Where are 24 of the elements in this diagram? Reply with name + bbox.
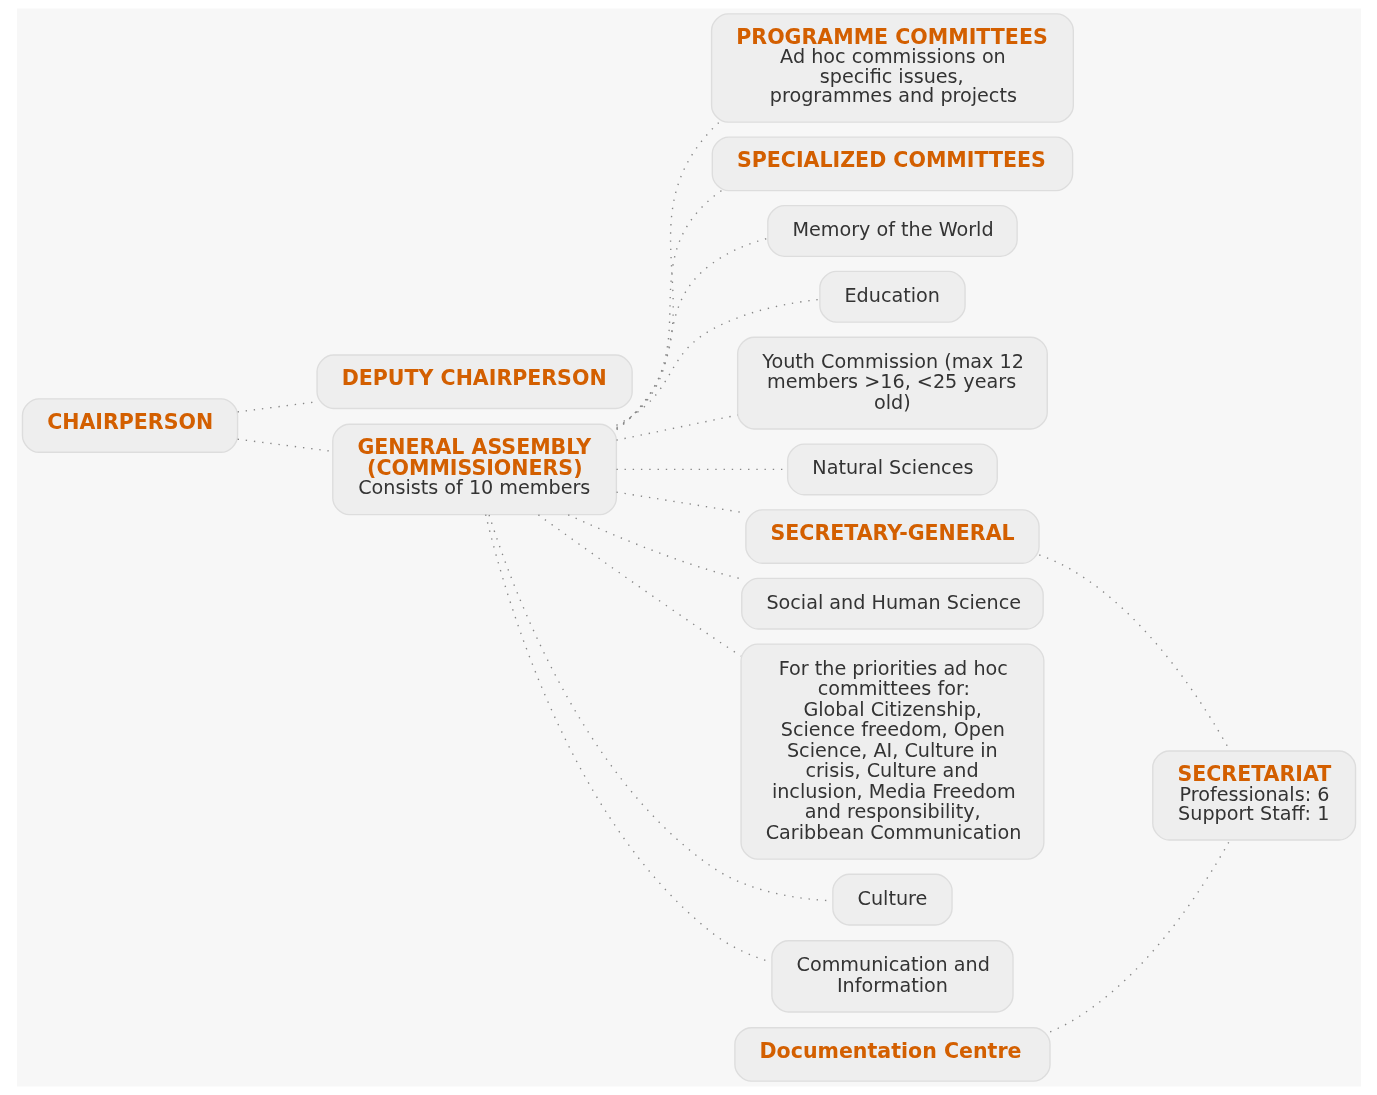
connector xyxy=(615,237,768,429)
connector xyxy=(615,414,738,441)
node-box: CHAIRPERSON xyxy=(21,398,238,453)
node-box: SECRETARY-GENERAL xyxy=(744,509,1040,564)
connector xyxy=(1048,839,1231,1033)
node-box: GENERAL ASSEMBLY (COMMISSIONERS) Consists of 10 members xyxy=(331,423,617,516)
connector xyxy=(615,298,820,426)
connector xyxy=(615,189,722,430)
node-box: Youth Commission (max 12 members >16, <25 years old) xyxy=(736,336,1048,430)
node-box: Documentation Centre xyxy=(733,1027,1051,1082)
node-box: Social and Human Science xyxy=(740,577,1044,630)
node-box: For the priorities ad hoc committees for: Global Citizenship, Science freedom, Open Science, AI, Culture in crisis, Culture and inclusion, Media Freedom and responsibility, Caribbean Communication xyxy=(739,643,1045,860)
node-box: Education xyxy=(818,270,966,323)
node-box: DEPUTY CHAIRPERSON xyxy=(315,354,633,410)
node-box: Communication and Information xyxy=(770,940,1014,1013)
node-box: PROGRAMME COMMITTEES Ad hoc commissions on specific issues, programmes and projects xyxy=(710,13,1074,123)
node-box: SPECIALIZED COMMITTEES xyxy=(711,136,1073,192)
connector xyxy=(567,514,742,580)
node-box: SECRETARIAT Professionals: 6 Support Staff: 1 xyxy=(1151,750,1356,841)
node-box: Memory of the World xyxy=(766,205,1018,258)
connector xyxy=(537,514,742,657)
node-box: Culture xyxy=(831,873,953,926)
connector xyxy=(615,121,720,431)
node-box: Natural Sciences xyxy=(786,443,998,496)
